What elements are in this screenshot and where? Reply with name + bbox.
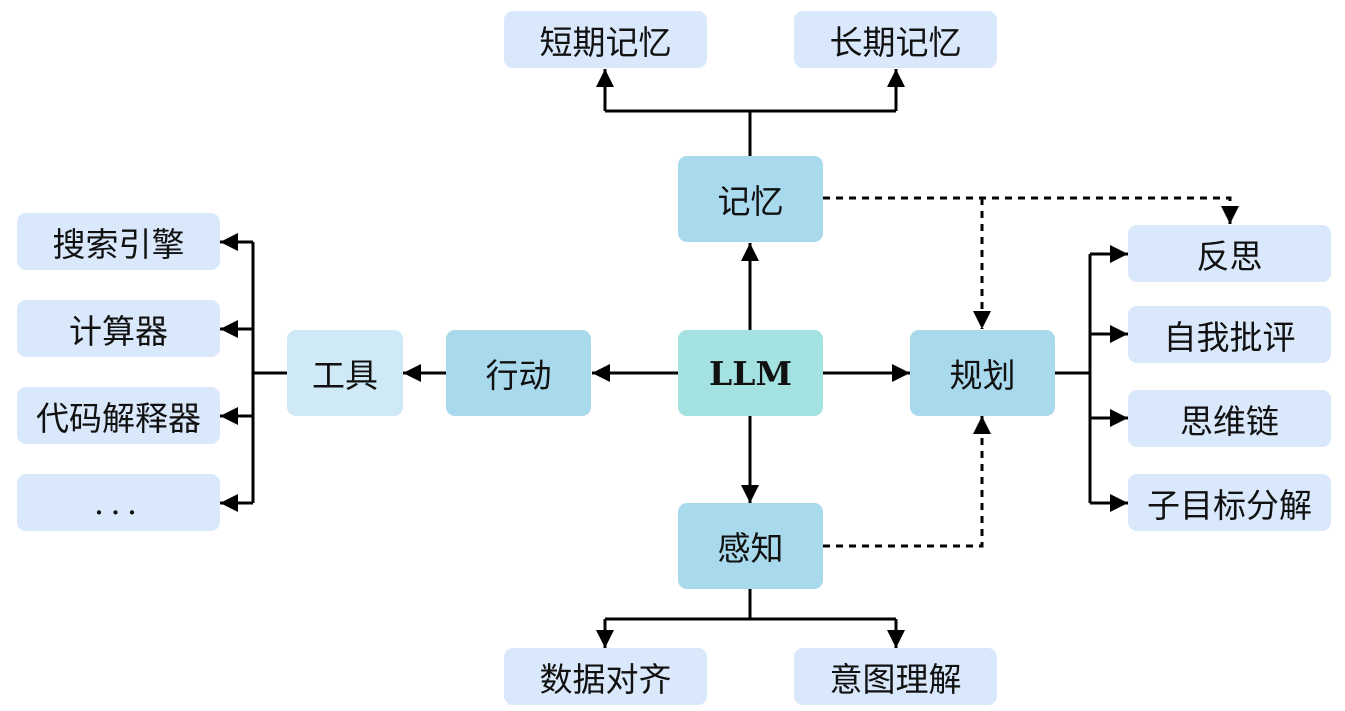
node-action: 行动 xyxy=(446,330,591,416)
node-planning: 规划 xyxy=(910,330,1055,416)
node-chain-of-thought: 思维链 xyxy=(1128,390,1331,447)
node-tools: 工具 xyxy=(287,330,403,416)
node-perception: 感知 xyxy=(678,503,823,589)
node-llm: LLM xyxy=(678,330,823,416)
node-code-interpreter: 代码解释器 xyxy=(17,387,220,444)
node-long-term-memory: 长期记忆 xyxy=(794,11,997,68)
perception-branch xyxy=(605,589,896,621)
node-self-critique: 自我批评 xyxy=(1128,306,1331,363)
dashed-memory-to-reflect xyxy=(823,196,1239,224)
tools-branch xyxy=(251,242,287,503)
node-intent-understanding: 意图理解 xyxy=(794,648,997,705)
node-search-engine: 搜索引擎 xyxy=(17,213,220,270)
node-data-alignment: 数据对齐 xyxy=(504,648,707,705)
node-memory: 记忆 xyxy=(678,156,823,242)
memory-branch xyxy=(605,109,896,156)
node-short-term-memory: 短期记忆 xyxy=(504,11,707,68)
node-subgoal-decomposition: 子目标分解 xyxy=(1128,474,1331,531)
dashed-perception-to-planning xyxy=(823,416,991,548)
node-more-tools: ... xyxy=(17,474,220,531)
node-reflection: 反思 xyxy=(1128,225,1331,282)
planning-branch xyxy=(1055,254,1092,503)
node-calculator: 计算器 xyxy=(17,300,220,357)
